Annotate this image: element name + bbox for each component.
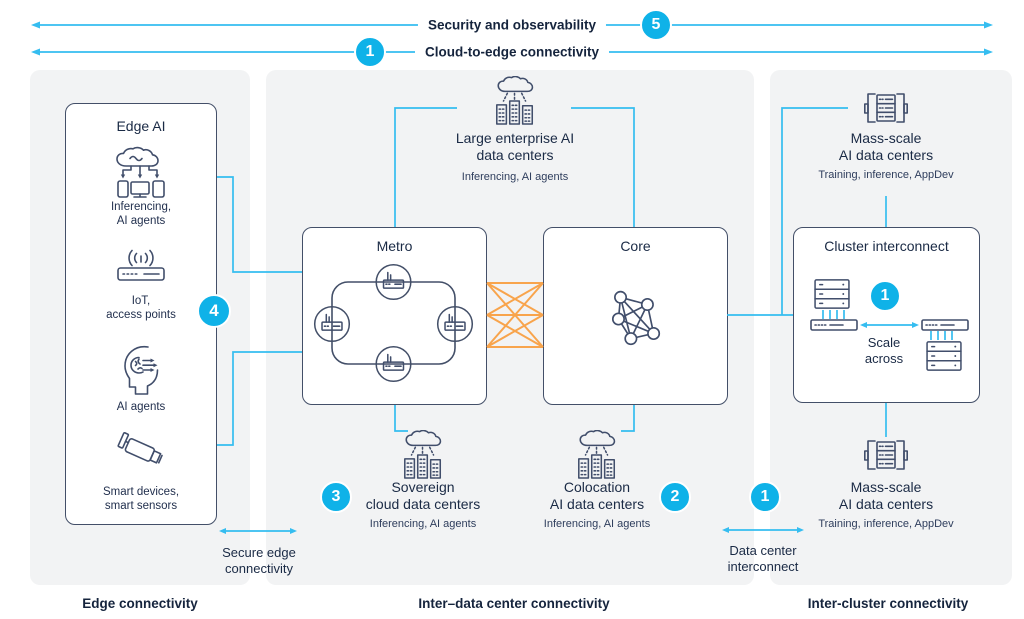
badge-5-security: 5 [640, 9, 672, 41]
mass-scale-top-subtitle: Training, inference, AppDev [818, 169, 954, 181]
edge-connectivity-footer: Edge connectivity [82, 596, 198, 611]
inter-cluster-connectivity-footer: Inter-cluster connectivity [807, 596, 969, 611]
edge-item-caption-inferencing: Inferencing, AI agents [110, 201, 172, 227]
secure-edge-label: Secure edge connectivity [222, 545, 296, 576]
inter-dc-connectivity-footer: Inter–data center connectivity [418, 596, 610, 611]
badge-4-edge: 4 [197, 294, 231, 328]
scale-across-label: Scale across [864, 335, 904, 366]
sovereign-dc-subtitle: Inferencing, AI agents [369, 518, 477, 530]
cluster-interconnect-title: Cluster interconnect [824, 238, 949, 254]
edge-item-caption-ai-agents: AI agents [116, 401, 166, 413]
data-center-interconnect-label: Data center interconnect [727, 543, 799, 574]
edge-item-caption-smart-devices: Smart devices, smart sensors [102, 486, 180, 512]
badge-1-dci: 1 [749, 481, 781, 513]
badge-1-cloud-to-edge: 1 [354, 36, 386, 68]
colocation-dc-title: Colocation AI data centers [549, 479, 645, 512]
cloud-to-edge-label: Cloud-to-edge connectivity [414, 44, 610, 60]
enterprise-dc-subtitle: Inferencing, AI agents [461, 171, 569, 183]
edge-ai-title: Edge AI [116, 118, 166, 134]
core-title: Core [620, 238, 651, 254]
badge-1-cluster: 1 [869, 280, 901, 312]
mass-scale-bottom-title: Mass-scale AI data centers [838, 479, 934, 512]
badge-3-sovereign: 3 [320, 481, 352, 513]
mass-scale-bottom-subtitle: Training, inference, AppDev [818, 518, 954, 530]
enterprise-dc-title: Large enterprise AI data centers [455, 130, 575, 163]
security-observability-label: Security and observability [417, 17, 607, 33]
colocation-dc-subtitle: Inferencing, AI agents [543, 518, 651, 530]
edge-item-caption-iot: IoT, access points [106, 295, 176, 321]
badge-2-colocation: 2 [659, 481, 691, 513]
sovereign-dc-title: Sovereign cloud data centers [365, 479, 481, 512]
metro-title: Metro [376, 238, 413, 254]
mass-scale-top-title: Mass-scale AI data centers [838, 130, 934, 163]
